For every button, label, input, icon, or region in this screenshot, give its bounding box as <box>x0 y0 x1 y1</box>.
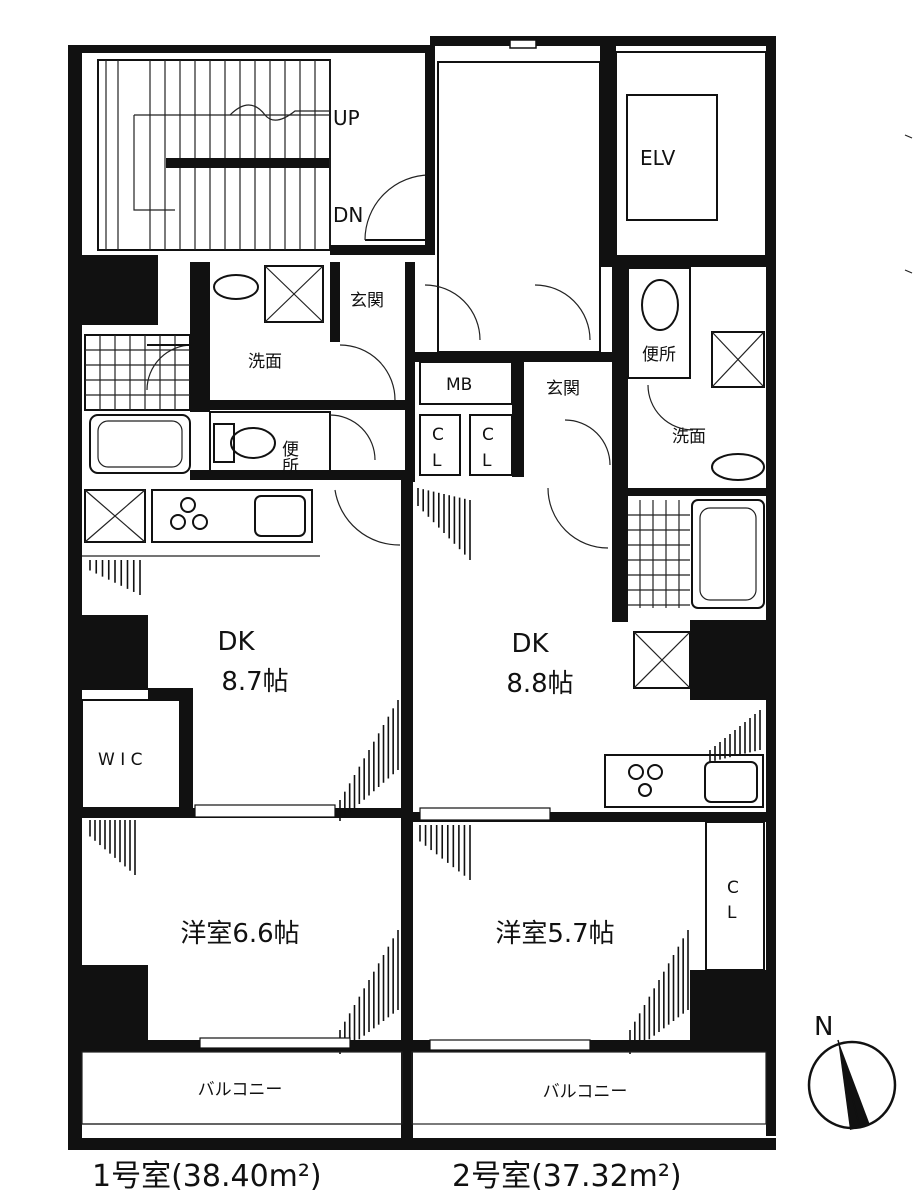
svg-text:L: L <box>727 903 737 923</box>
washroom-2: 洗面 <box>647 384 765 481</box>
closet-1-label-b: L <box>432 451 442 471</box>
stair-down-label: DN <box>333 203 363 227</box>
dk-1-size: 8.7帖 <box>221 667 288 697</box>
washroom-2-label: 洗面 <box>672 427 706 447</box>
bath-2 <box>628 499 765 609</box>
stair-up-label: UP <box>333 106 360 130</box>
dk-1-name: DK <box>217 627 255 657</box>
kitchen-1 <box>82 489 401 557</box>
balcony-2 <box>411 1051 767 1125</box>
genkan-1-label: 玄関 <box>350 291 384 311</box>
bedroom-2-label: 洋室5.7帖 <box>495 919 614 949</box>
elevator-label: ELV <box>640 146 676 170</box>
elevator: ELV <box>615 51 767 258</box>
genkan-2-label: 玄関 <box>546 379 580 399</box>
closet-2-label: C <box>482 425 494 445</box>
dk-2-name: DK <box>511 629 549 659</box>
common-corridor <box>437 61 601 353</box>
balcony-1-label: バルコニー <box>198 1080 283 1100</box>
unit-1-caption: 1号室(38.40m²) <box>92 1159 322 1194</box>
stairwell: UP DN <box>97 59 431 251</box>
bedroom-1-label: 洋室6.6帖 <box>180 919 299 949</box>
closet-1 <box>419 414 461 476</box>
meter-box-label: MB <box>446 375 472 395</box>
closet-2-label-b: L <box>482 451 492 471</box>
washroom-1: 洗面 <box>146 265 324 391</box>
dk-2-size: 8.8帖 <box>506 669 573 699</box>
party-wall <box>401 478 413 1150</box>
walk-in-closet-label: W I C <box>98 750 143 770</box>
compass-north-label: N <box>814 1012 833 1042</box>
washroom-1-label: 洗面 <box>248 352 282 372</box>
kitchen-2 <box>547 487 764 808</box>
closet-1-label: C <box>432 425 444 445</box>
closet-bedroom-2: C L <box>705 821 765 971</box>
toilet-1: 便所 <box>209 411 376 474</box>
unit-2-caption: 2号室(37.32m²) <box>452 1159 682 1194</box>
top-wall-stair <box>68 45 430 53</box>
top-wall-elevator <box>430 36 775 46</box>
toilet-1-label-a: 便所 <box>278 440 299 474</box>
toilet-2: 便所 <box>627 267 691 379</box>
compass: N <box>807 1012 897 1130</box>
right-outer-wall <box>766 36 776 1136</box>
balcony-2-label: バルコニー <box>543 1082 628 1102</box>
toilet-2-label: 便所 <box>642 345 676 365</box>
bottom-wall <box>68 1138 776 1150</box>
svg-text:C: C <box>727 878 739 898</box>
bath-1 <box>84 334 191 474</box>
